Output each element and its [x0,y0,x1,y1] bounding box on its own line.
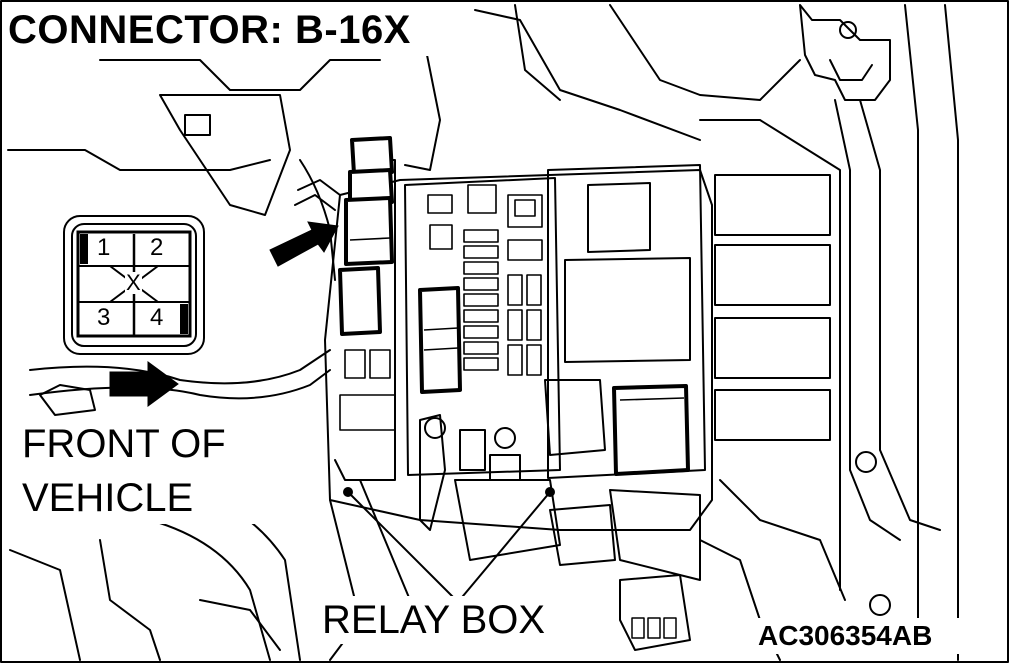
pin-4-label: 4 [150,304,164,331]
firewall-edge [474,9,701,141]
upper-housing [159,94,291,216]
relay-block-cover [547,164,706,479]
relay-center [418,286,462,394]
front-of-vehicle-label-line1: FRONT OF [22,422,226,466]
fuse-block [404,177,561,476]
connector-title: CONNECTOR: B-16X [8,8,411,52]
relay-box-leader-left [347,491,459,603]
relay-connector-left [419,414,446,531]
upper-right-bracket [799,4,891,101]
connector-x-mark: X [125,270,142,295]
pin-1-label: 1 [97,234,111,261]
front-direction-arrow [109,361,179,407]
right-panel-edge [904,4,919,641]
front-of-vehicle-label-line2: VEHICLE [22,476,194,520]
relay-b16x-target [344,196,394,266]
relay-box-leader-right [457,491,551,603]
relay-box-label: RELAY BOX [322,598,546,642]
right-strut-inner [834,99,901,541]
bolt-hole [869,594,891,616]
pointer-arrow-to-relay [269,221,339,267]
lower-connector [619,574,691,651]
bolt-hole [855,451,877,473]
pin-2-label: 2 [150,234,164,261]
upper-bracket [99,59,381,91]
figure-code-label: AC306354AB [758,620,933,651]
pin-3-label: 3 [97,304,111,331]
relay-right [612,384,690,476]
relay-lower-left [338,266,382,336]
hood-edge-line [7,149,271,171]
fuse-rows [427,184,543,376]
wiring-harness [29,349,331,385]
